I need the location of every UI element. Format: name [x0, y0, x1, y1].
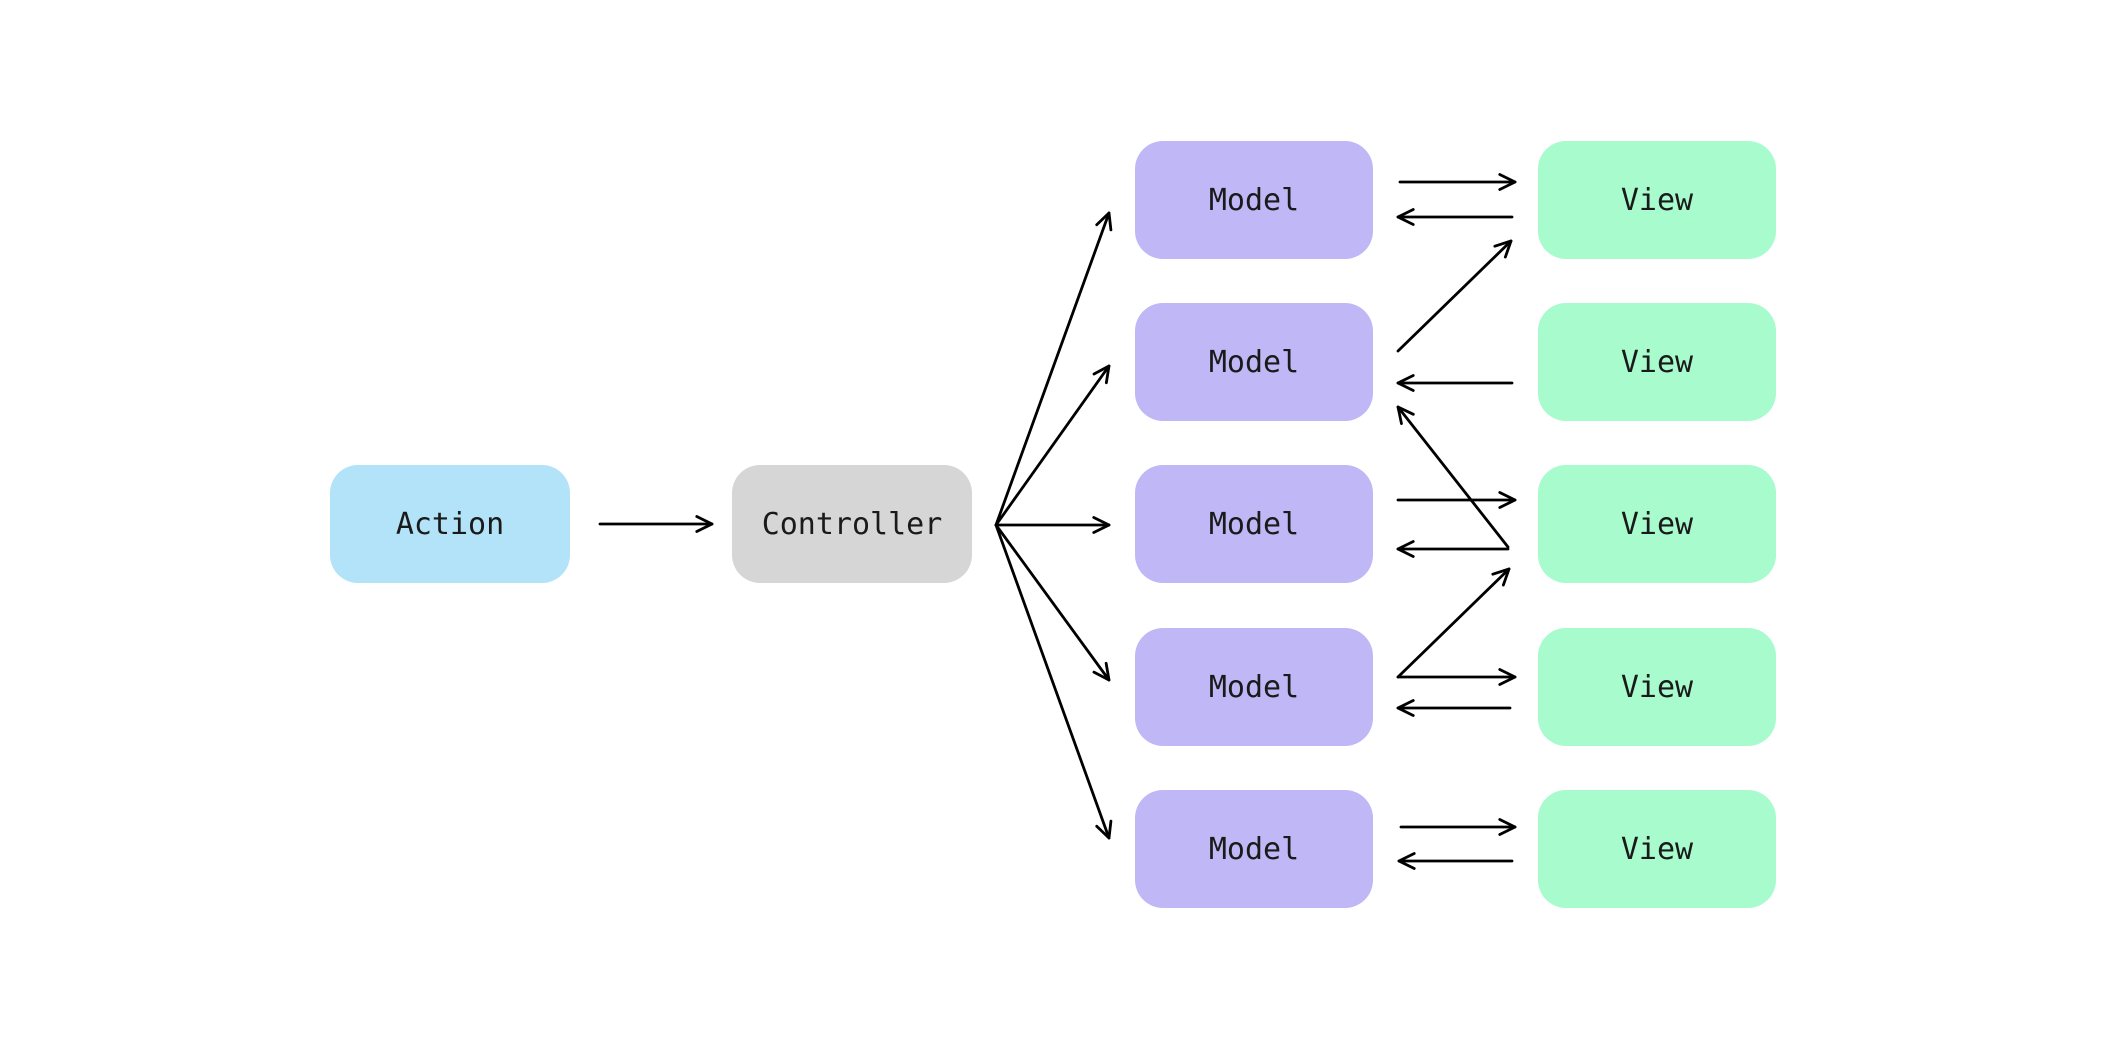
arrowhead — [1092, 661, 1111, 682]
edge-model-5-to-view-5[interactable] — [1399, 818, 1517, 836]
arrowhead — [1396, 699, 1415, 717]
edge-controller-to-model-4[interactable] — [994, 523, 1111, 682]
model-node-4[interactable]: Model — [1135, 628, 1373, 746]
view-node-4[interactable]: View — [1538, 628, 1776, 746]
view-label: View — [1620, 182, 1694, 218]
arrowhead — [1092, 364, 1111, 385]
model-label: Model — [1208, 506, 1300, 542]
arrowhead — [1498, 491, 1517, 509]
edge-view-3-to-model-3[interactable] — [1396, 540, 1510, 558]
view-node-5[interactable]: View — [1538, 790, 1776, 908]
edge-view-4-to-model-4[interactable] — [1396, 699, 1512, 717]
edge-model-1-to-view-1[interactable] — [1398, 173, 1517, 191]
arrowhead — [1396, 208, 1415, 226]
model-label: Model — [1208, 182, 1300, 218]
view-label: View — [1620, 344, 1694, 380]
action-node[interactable]: Action — [330, 465, 570, 583]
model-node-1[interactable]: Model — [1135, 141, 1373, 259]
model-node-3[interactable]: Model — [1135, 465, 1373, 583]
arrowhead — [1498, 668, 1517, 686]
view-node-2[interactable]: View — [1538, 303, 1776, 421]
arrowhead — [1493, 239, 1513, 259]
edge-controller-to-model-2[interactable] — [994, 364, 1111, 527]
model-label: Model — [1208, 344, 1300, 380]
view-label: View — [1620, 831, 1694, 867]
arrowhead — [1092, 516, 1111, 534]
model-node-5[interactable]: Model — [1135, 790, 1373, 908]
arrowhead — [1498, 818, 1517, 836]
model-node-2[interactable]: Model — [1135, 303, 1373, 421]
view-node-3[interactable]: View — [1538, 465, 1776, 583]
arrowhead — [1095, 819, 1113, 840]
model-label: Model — [1208, 831, 1300, 867]
edge-controller-to-model-5[interactable] — [994, 523, 1113, 840]
arrowhead — [1396, 540, 1415, 558]
arrowhead — [1095, 211, 1113, 232]
edge-action-to-controller[interactable] — [598, 515, 714, 533]
arrowhead — [1396, 374, 1415, 392]
edge-view-1-to-model-1[interactable] — [1396, 208, 1514, 226]
arrowhead — [1397, 852, 1416, 870]
edge-view-3-to-model-2[interactable] — [1396, 405, 1510, 549]
arrowhead — [1491, 567, 1511, 587]
arrowhead — [695, 515, 714, 533]
arrowhead — [1396, 405, 1415, 426]
edge-view-2-to-model-2[interactable] — [1396, 374, 1514, 392]
view-node-1[interactable]: View — [1538, 141, 1776, 259]
action-label: Action — [395, 506, 505, 542]
view-label: View — [1620, 669, 1694, 705]
edge-controller-to-model-3[interactable] — [994, 516, 1111, 534]
edge-model-4-to-view-3[interactable] — [1396, 567, 1511, 679]
edge-model-3-to-view-3[interactable] — [1396, 491, 1517, 509]
edge-controller-to-model-1[interactable] — [994, 211, 1113, 527]
view-label: View — [1620, 506, 1694, 542]
model-label: Model — [1208, 669, 1300, 705]
controller-node[interactable]: Controller — [732, 465, 972, 583]
edge-model-4-to-view-4[interactable] — [1396, 668, 1517, 686]
edge-model-2-to-view-1[interactable] — [1396, 239, 1513, 353]
arrowhead — [1498, 173, 1517, 191]
edge-view-5-to-model-5[interactable] — [1397, 852, 1514, 870]
controller-label: Controller — [761, 506, 943, 542]
